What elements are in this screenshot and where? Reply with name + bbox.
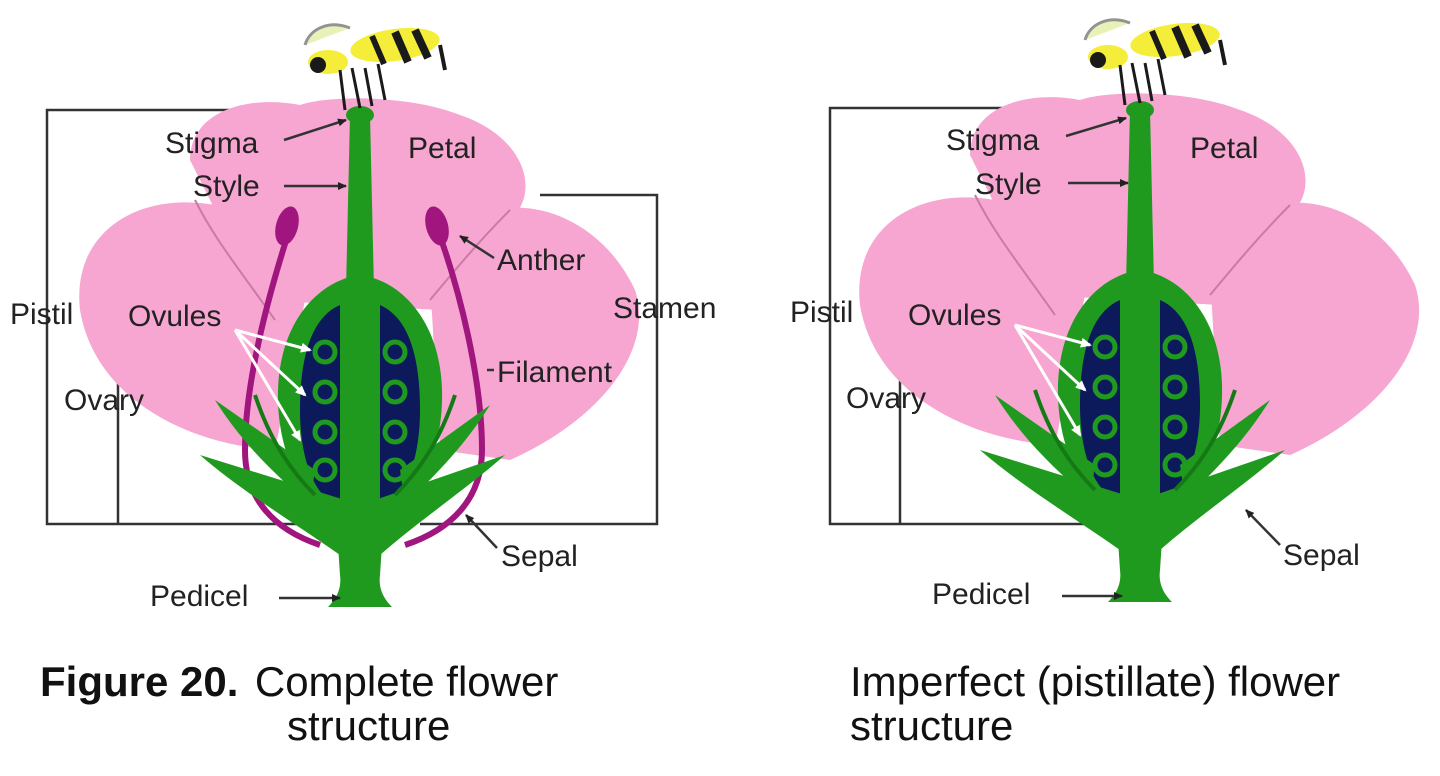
label-ovary: Ovary [64,384,144,417]
pistil-bracket [828,106,1110,526]
label-anther: Anther [497,244,585,277]
sepal-pointer [465,514,498,549]
label-pistil: Pistil [790,296,853,329]
label-petal: Petal [408,132,476,165]
label-ovules: Ovules [908,299,1001,332]
label-pedicel: Pedicel [932,578,1030,611]
label-stigma: Stigma [165,127,259,160]
imperfect-flower-diagram: Stigma Style Petal Pistil Ovules Ovary S… [790,18,1421,749]
label-style: Style [975,168,1042,201]
pistil-bracket [45,108,330,526]
sepal-pointer [1245,509,1281,546]
label-ovary: Ovary [846,382,926,415]
label-stamen: Stamen [613,292,716,325]
complete-flower-diagram: Stigma Style Petal Anther Pistil Ovules … [10,23,716,749]
caption-complete-line1: Figure 20. Complete flower [40,658,558,705]
label-pistil: Pistil [10,298,73,331]
label-pedicel: Pedicel [150,580,248,613]
stamen-bracket [420,193,659,526]
bee-icon [1085,18,1225,105]
stigma-pointer [1065,116,1127,138]
label-stigma: Stigma [946,124,1040,157]
bee-icon [305,23,445,110]
label-sepal: Sepal [501,540,578,573]
caption-title: Complete flower [255,658,558,705]
label-filament: Filament [497,356,613,389]
anther-pointer [459,234,495,260]
caption-complete-line2: structure [287,702,450,749]
ovule-pointers [233,328,312,442]
caption-figure-number: Figure 20. [40,658,238,705]
ovule-pointers [1013,323,1092,437]
label-sepal: Sepal [1283,539,1360,572]
label-style: Style [193,170,260,203]
caption-imperfect-line1: Imperfect (pistillate) flower [850,658,1340,705]
stigma-pointer [283,118,347,142]
label-ovules: Ovules [128,300,221,333]
caption-imperfect-line2: structure [850,702,1013,749]
label-petal: Petal [1190,132,1258,165]
